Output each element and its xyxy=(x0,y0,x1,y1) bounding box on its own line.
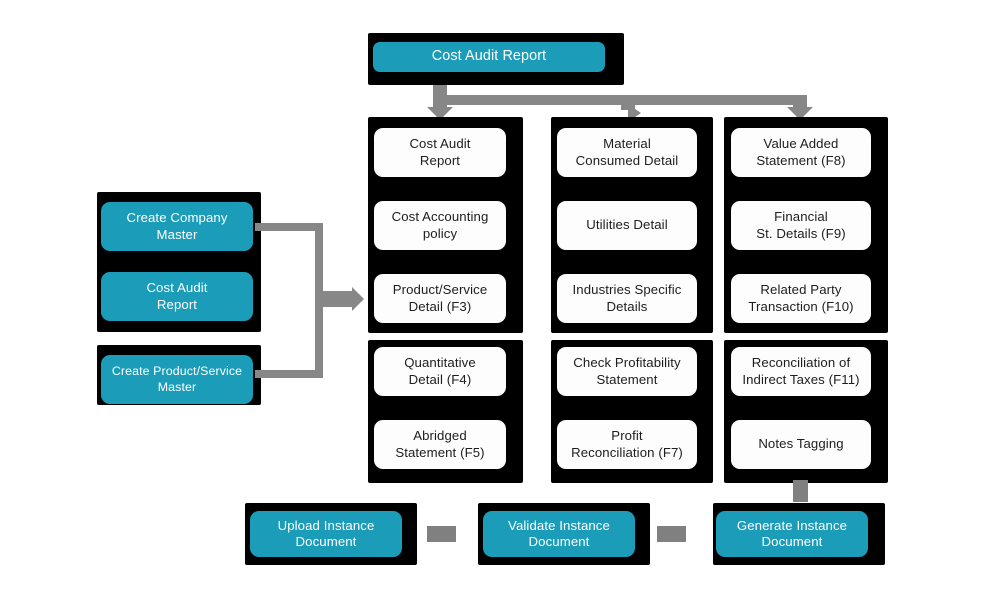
node-check-profitability-statement[interactable]: Check Profitability Statement xyxy=(557,347,697,396)
node-upload-instance-document[interactable]: Upload Instance Document xyxy=(250,511,402,557)
node-quantitative-detail-f4[interactable]: Quantitative Detail (F4) xyxy=(374,347,506,396)
arrow-right-to-column-1-icon xyxy=(352,287,364,311)
node-abridged-statement-f5[interactable]: Abridged Statement (F5) xyxy=(374,420,506,469)
node-validate-instance-document[interactable]: Validate Instance Document xyxy=(483,511,635,557)
node-create-product-service-master[interactable]: Create Product/Service Master xyxy=(101,355,253,404)
node-reconciliation-indirect-taxes-f11[interactable]: Reconciliation of Indirect Taxes (F11) xyxy=(731,347,871,396)
node-value-added-statement-f8[interactable]: Value Added Statement (F8) xyxy=(731,128,871,177)
node-create-company-master[interactable]: Create Company Master xyxy=(101,202,253,251)
left-bracket-top-horizontal xyxy=(255,223,323,231)
node-related-party-transaction-f10[interactable]: Related Party Transaction (F10) xyxy=(731,274,871,323)
node-notes-tagging[interactable]: Notes Tagging xyxy=(731,420,871,469)
node-product-service-detail-f3[interactable]: Product/Service Detail (F3) xyxy=(374,274,506,323)
node-industries-specific-details[interactable]: Industries Specific Details xyxy=(557,274,697,323)
node-cost-audit-report-c1[interactable]: Cost Audit Report xyxy=(374,128,506,177)
arrow-down-column-3-icon xyxy=(787,107,813,120)
node-financial-st-details-f9[interactable]: Financial St. Details (F9) xyxy=(731,201,871,250)
node-utilities-detail[interactable]: Utilities Detail xyxy=(557,201,697,250)
connector-upload-to-validate xyxy=(427,526,456,542)
root-connector-drop-right xyxy=(793,95,807,109)
left-bracket-bottom-horizontal xyxy=(255,370,323,378)
node-generate-instance-document[interactable]: Generate Instance Document xyxy=(716,511,868,557)
connector-column3-to-generate xyxy=(793,480,808,502)
connector-validate-to-generate xyxy=(657,526,686,542)
node-cost-accounting-policy[interactable]: Cost Accounting policy xyxy=(374,201,506,250)
node-left-cost-audit-report[interactable]: Cost Audit Report xyxy=(101,272,253,321)
arrow-down-column-1-icon xyxy=(427,107,453,120)
node-material-consumed-detail[interactable]: Material Consumed Detail xyxy=(557,128,697,177)
root-connector-horizontal xyxy=(433,95,807,105)
node-profit-reconciliation-f7[interactable]: Profit Reconciliation (F7) xyxy=(557,420,697,469)
left-bracket-stem xyxy=(315,291,355,307)
node-root-cost-audit-report[interactable]: Cost Audit Report xyxy=(373,42,605,72)
root-connector-drop-left xyxy=(433,95,447,109)
root-connector-vertical xyxy=(433,85,447,97)
